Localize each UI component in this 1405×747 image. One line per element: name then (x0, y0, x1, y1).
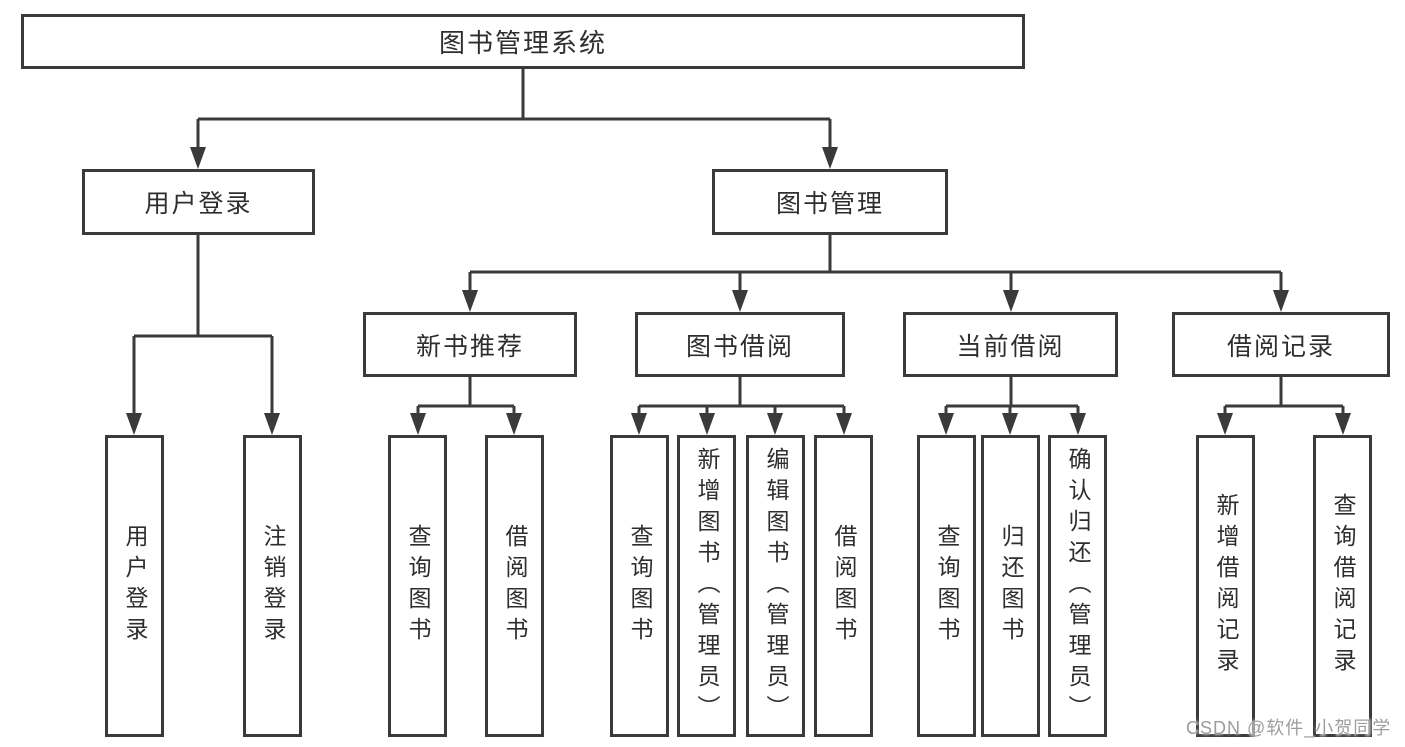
leaf-newbook-borrow-label: 借阅图书 (502, 524, 528, 648)
leaf-borrow-edit: 编辑图书（管理员） (746, 435, 805, 737)
leaf-records-query-label: 查询借阅记录 (1330, 493, 1356, 679)
node-book-borrow: 图书借阅 (635, 312, 845, 377)
leaf-current-return: 归还图书 (981, 435, 1040, 737)
node-root: 图书管理系统 (21, 14, 1025, 69)
node-current-borrow-label: 当前借阅 (956, 332, 1065, 361)
node-borrow-records-label: 借阅记录 (1226, 332, 1335, 361)
leaf-borrow-add: 新增图书（管理员） (677, 435, 736, 737)
leaf-user-login: 用户登录 (105, 435, 164, 737)
node-user-login: 用户登录 (82, 169, 315, 235)
leaf-logout: 注销登录 (243, 435, 302, 737)
leaf-current-confirm-return-label: 确认归还（管理员） (1065, 446, 1091, 726)
leaf-records-add: 新增借阅记录 (1196, 435, 1255, 737)
leaf-current-confirm-return: 确认归还（管理员） (1048, 435, 1107, 737)
node-new-book-recommend: 新书推荐 (363, 312, 577, 377)
csdn-watermark: CSDN @软件_小贺同学 (1186, 718, 1392, 738)
leaf-borrow-query: 查询图书 (610, 435, 669, 737)
leaf-current-query: 查询图书 (917, 435, 976, 737)
leaf-records-add-label: 新增借阅记录 (1213, 493, 1239, 679)
node-user-login-label: 用户登录 (144, 190, 253, 218)
leaf-borrow-query-label: 查询图书 (627, 524, 653, 648)
node-book-management-label: 图书管理 (775, 190, 884, 218)
node-new-book-recommend-label: 新书推荐 (415, 332, 524, 361)
leaf-newbook-borrow: 借阅图书 (485, 435, 544, 737)
node-book-borrow-label: 图书借阅 (685, 332, 794, 361)
leaf-user-login-label: 用户登录 (122, 524, 148, 648)
node-current-borrow: 当前借阅 (903, 312, 1118, 377)
node-book-management: 图书管理 (712, 169, 948, 235)
leaf-newbook-query-label: 查询图书 (405, 524, 431, 648)
leaf-borrow-borrow: 借阅图书 (814, 435, 873, 737)
leaf-borrow-add-label: 新增图书（管理员） (694, 446, 720, 726)
node-borrow-records: 借阅记录 (1172, 312, 1390, 377)
leaf-current-return-label: 归还图书 (998, 524, 1024, 648)
leaf-newbook-query: 查询图书 (388, 435, 447, 737)
leaf-borrow-edit-label: 编辑图书（管理员） (763, 446, 789, 726)
node-root-label: 图书管理系统 (438, 28, 607, 58)
leaf-current-query-label: 查询图书 (934, 524, 960, 648)
leaf-logout-label: 注销登录 (260, 524, 286, 648)
leaf-records-query: 查询借阅记录 (1313, 435, 1372, 737)
leaf-borrow-borrow-label: 借阅图书 (831, 524, 857, 648)
